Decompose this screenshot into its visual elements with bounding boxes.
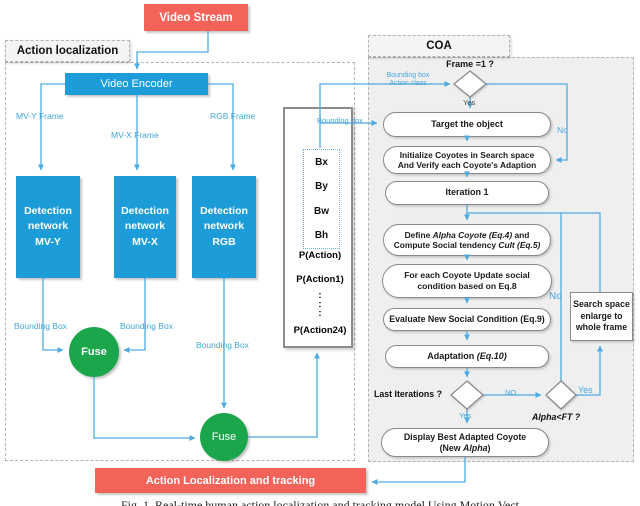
bbox-action-class-label: Bounding box Action class: [386, 72, 430, 87]
evaluate-condition-step: Evaluate New Social Condition (Eq.9): [383, 308, 551, 331]
update-social-step: For each Coyote Update social condition …: [382, 264, 552, 298]
figure-caption: Fig. 1. Real-time human action localizat…: [120, 498, 520, 506]
prob-action1: P(Action1): [296, 274, 344, 285]
fuse-circle-1: Fuse: [69, 327, 119, 377]
prob-action: P(Action): [298, 250, 342, 261]
bbox-field-bw: Bw: [314, 205, 329, 217]
detection-network-rgb-box: Detection network RGB: [192, 176, 256, 278]
lastiter-no-label: NO: [505, 388, 517, 397]
alpha-ft-label: Alpha<FT ?: [532, 412, 581, 422]
bounding-box-label-3: Bounding Box: [196, 340, 249, 350]
target-object-step: Target the object: [383, 112, 551, 137]
frame-question-label: Frame =1 ?: [446, 59, 494, 69]
video-stream-box: Video Stream: [144, 4, 248, 31]
alphaft-yes-label: Yes: [578, 385, 593, 395]
lastiter-yes-label: Yes: [459, 411, 472, 420]
video-encoder-box: Video Encoder: [65, 73, 208, 95]
adaptation-step: Adaptation (Eq.10): [385, 345, 549, 368]
iteration-step: Iteration 1: [385, 181, 549, 205]
bounding-box-label-2: Bounding Box: [120, 321, 173, 331]
initialize-coyotes-step: Initialize Coyotes in Search space And V…: [383, 146, 551, 174]
result-box: Action Localization and tracking: [95, 468, 366, 493]
search-space-box: Search space enlarge to whole frame: [570, 292, 633, 341]
action-localization-title: Action localization: [5, 40, 130, 62]
frame-yes-label: Yes: [463, 98, 476, 107]
bounding-box-to-target-label: Bounding box: [317, 116, 363, 125]
bbox-field-bx: Bx: [315, 156, 328, 168]
bbox-field-bh: Bh: [314, 230, 329, 242]
last-iterations-label: Last Iterations ?: [374, 389, 442, 399]
coa-title: COA: [368, 35, 510, 57]
bbox-field-by: By: [315, 181, 328, 193]
detection-network-mvy-box: Detection network MV-Y: [16, 176, 80, 278]
define-alpha-step: Define Alpha Coyote (Eq.4) and Compute S…: [383, 224, 551, 256]
bounding-box-label-1: Bounding Box: [14, 321, 67, 331]
fuse-circle-2: Fuse: [200, 413, 248, 461]
detection-network-mvx-box: Detection network MV-X: [114, 176, 176, 278]
mvy-frame-label: MV-Y Frame: [16, 111, 64, 121]
prob-dots: : : :: [318, 290, 322, 319]
output-vector-box: Bx By Bw Bh P(Action) P(Action1) : : : P…: [283, 107, 353, 348]
display-best-step: Display Best Adapted Coyote (New Alpha): [381, 428, 549, 457]
alphaft-no-label: No: [549, 291, 562, 302]
mvx-frame-label: MV-X Frame: [111, 130, 159, 140]
bbox-fields-box: Bx By Bw Bh: [303, 149, 340, 249]
rgb-frame-label: RGB Frame: [210, 111, 256, 121]
prob-action24: P(Action24): [293, 325, 347, 336]
frame-no-label: No: [557, 125, 568, 135]
